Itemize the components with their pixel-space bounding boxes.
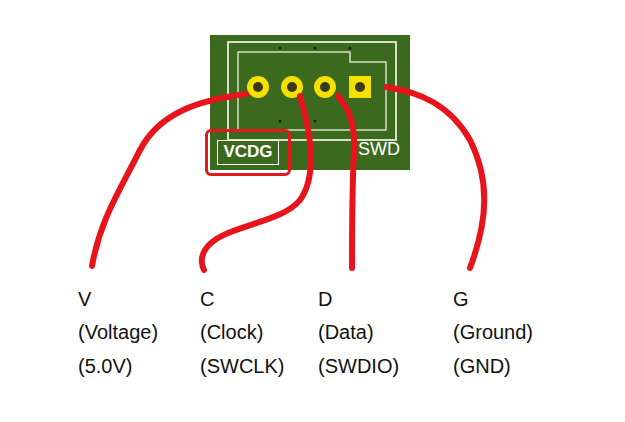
connector-inner-outline [238,52,386,130]
pin-label: D [318,287,332,311]
pin-label: (GND) [453,354,511,378]
pin-label: (Ground) [453,320,533,344]
pin-label: (SWCLK) [200,354,284,378]
pin-label: C [200,287,214,311]
pin-label: (SWDIO) [318,354,399,378]
pin-order-label: VCDG [217,140,278,165]
pin-label: V [78,287,91,311]
board-label: SWD [358,139,400,161]
silk-dots [279,47,352,123]
connector-outline [228,42,396,140]
pin-label: (5.0V) [78,354,132,378]
pin-label: (Clock) [200,320,263,344]
red-wires [92,87,484,270]
square-pad [349,76,371,98]
highlight-box: VCDG [205,129,291,176]
round-pads [247,76,336,98]
pin-label: (Voltage) [78,320,158,344]
pin-label: G [453,287,469,311]
pin-label: (Data) [318,320,374,344]
